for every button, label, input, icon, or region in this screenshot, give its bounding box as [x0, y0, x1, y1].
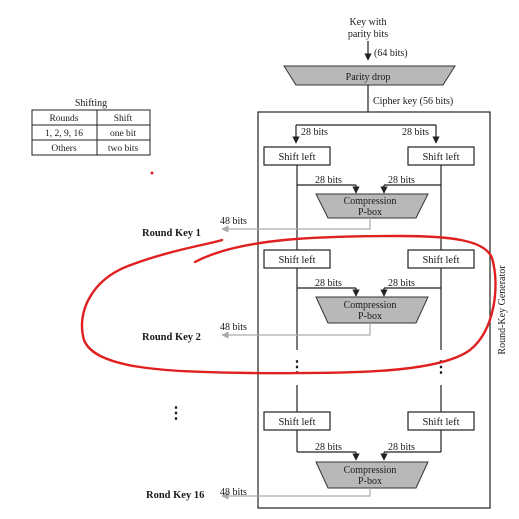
ellipsis-left-col: ⋮ — [289, 359, 305, 376]
shift-left-r1-left-label: Shift left — [278, 152, 315, 163]
r1-right-bits: 28 bits — [388, 175, 415, 186]
generator-label: Round-Key Generator — [497, 265, 508, 355]
table-cell-r2-rounds: Others — [51, 144, 77, 154]
compression-pbox-r1 — [315, 193, 429, 219]
input-label-2: parity bits — [348, 29, 388, 40]
shift-left-r16-right-label: Shift left — [422, 417, 459, 428]
shift-left-r2-right-label: Shift left — [422, 255, 459, 266]
compression-r2-line2: P-box — [358, 311, 382, 322]
table-cell-r2-shift: two bits — [108, 144, 139, 154]
r2-output-line — [221, 323, 371, 339]
r2-left-bits: 28 bits — [315, 278, 342, 289]
r1-output-line — [221, 218, 371, 233]
compression-r16-line1: Compression — [344, 465, 397, 476]
compression-r2-line1: Compression — [344, 300, 397, 311]
shifting-table — [31, 109, 151, 156]
shift-left-r1-right-label: Shift left — [422, 152, 459, 163]
r16-left-bits: 28 bits — [315, 442, 342, 453]
shifting-table-title: Shifting — [75, 98, 107, 109]
shift-left-r16-left-label: Shift left — [278, 417, 315, 428]
r16-right-bits: 28 bits — [388, 442, 415, 453]
input-label-1: Key with — [350, 17, 387, 28]
table-cell-r1-rounds: 1, 2, 9, 16 — [45, 129, 83, 139]
split-right-bits: 28 bits — [402, 127, 429, 138]
r16-out-bits: 48 bits — [220, 487, 247, 498]
r2-out-bits: 48 bits — [220, 322, 247, 333]
split-left-bits: 28 bits — [301, 127, 328, 138]
compression-r16-line2: P-box — [358, 476, 382, 487]
compression-r1-line2: P-box — [358, 207, 382, 218]
red-annotation-loop — [80, 234, 497, 375]
ellipsis-round-keys: ⋮ — [168, 405, 184, 422]
parity-drop-box — [283, 65, 456, 86]
r1-out-bits: 48 bits — [220, 216, 247, 227]
compression-r1-line1: Compression — [344, 196, 397, 207]
round-key-2: Round Key 2 — [142, 332, 201, 343]
round-key-1: Round Key 1 — [142, 228, 201, 239]
round-key-16: Rond Key 16 — [146, 490, 204, 501]
table-cell-r1-shift: one bit — [110, 129, 136, 139]
parity-drop-label: Parity drop — [346, 72, 391, 83]
red-dot — [150, 171, 154, 175]
r2-right-bits: 28 bits — [388, 278, 415, 289]
generator-frame — [257, 111, 491, 509]
r1-left-bits: 28 bits — [315, 175, 342, 186]
cipher-key-label: Cipher key (56 bits) — [373, 96, 453, 107]
table-header-shift: Shift — [114, 113, 133, 124]
table-header-rounds: Rounds — [49, 114, 78, 124]
shift-left-r2-left-label: Shift left — [278, 255, 315, 266]
compression-pbox-r2 — [315, 296, 429, 324]
compression-pbox-r16 — [315, 461, 429, 489]
input-bits-label: (64 bits) — [374, 48, 408, 59]
r16-output-line — [221, 488, 371, 500]
